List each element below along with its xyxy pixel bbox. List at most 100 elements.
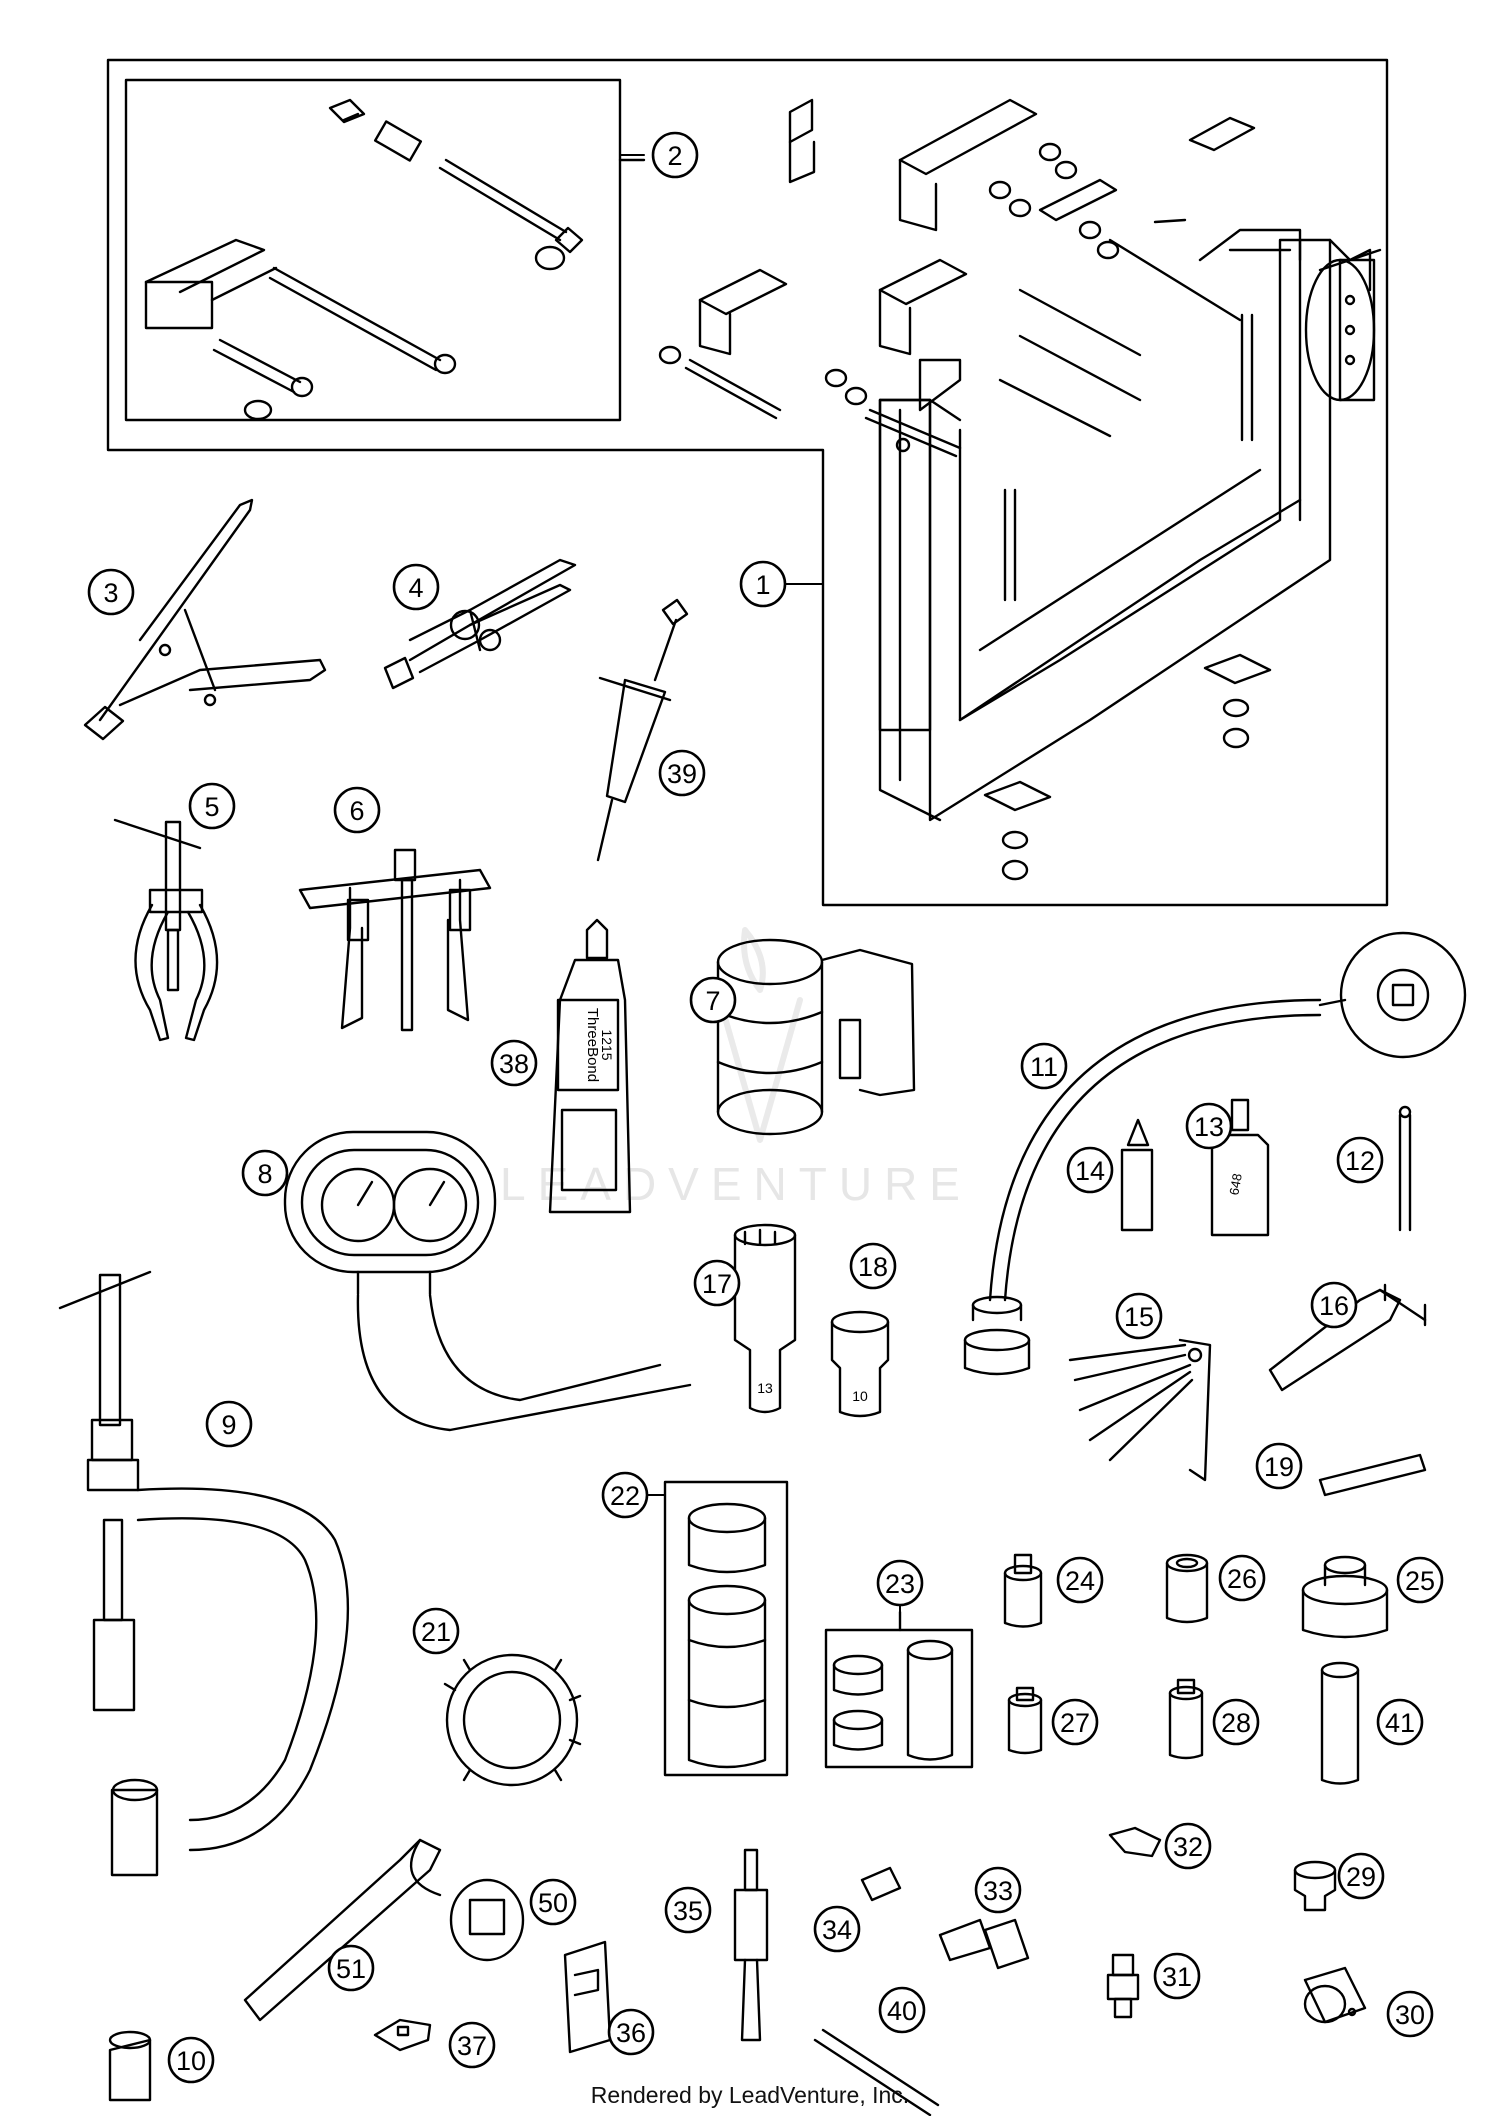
callout-10: 10 bbox=[167, 2036, 215, 2084]
tube-code-label: 1215 bbox=[599, 1029, 615, 1060]
callout-16: 16 bbox=[1310, 1281, 1358, 1329]
svg-text:24: 24 bbox=[1065, 1566, 1095, 1596]
svg-text:28: 28 bbox=[1221, 1708, 1251, 1738]
svg-text:10: 10 bbox=[176, 2046, 206, 2076]
svg-text:23: 23 bbox=[885, 1569, 915, 1599]
tube-brand-label: ThreeBond bbox=[584, 1008, 601, 1082]
svg-text:5: 5 bbox=[204, 792, 219, 822]
part-21-clutch-holder bbox=[443, 1653, 582, 1787]
svg-text:41: 41 bbox=[1385, 1708, 1415, 1738]
svg-text:22: 22 bbox=[610, 1481, 640, 1511]
svg-text:16: 16 bbox=[1319, 1291, 1349, 1321]
callout-3: 3 bbox=[87, 568, 135, 616]
svg-text:38: 38 bbox=[499, 1049, 529, 1079]
part-40-threaded-rod bbox=[813, 2028, 940, 2116]
part-8-carb-sync-gauges bbox=[283, 1130, 692, 1432]
part-38-sealant-tube bbox=[548, 918, 632, 1214]
callout-41: 41 bbox=[1376, 1698, 1424, 1746]
part-22-bearing-drift-set bbox=[663, 1480, 789, 1777]
part-15-feeler-gauge bbox=[1068, 1338, 1212, 1482]
fastener-kit-box bbox=[124, 78, 622, 422]
part-9-valve-spring-compressor bbox=[58, 1270, 350, 1877]
part-6-bearing-puller bbox=[298, 848, 492, 1032]
part-19-strip bbox=[1318, 1453, 1427, 1497]
part-11-dial-gauge bbox=[963, 931, 1467, 1376]
callout-17: 17 bbox=[693, 1259, 741, 1307]
svg-text:2: 2 bbox=[667, 141, 682, 171]
part-7-ring-compressor bbox=[716, 938, 916, 1136]
socket-13-label: 13 bbox=[757, 1380, 773, 1396]
engine-stand-kit-outline bbox=[106, 58, 1389, 907]
callout-29: 29 bbox=[1337, 1852, 1385, 1900]
callout-26: 26 bbox=[1218, 1554, 1266, 1602]
callout-38: 38 bbox=[490, 1039, 538, 1087]
part-37-clip bbox=[373, 2018, 432, 2052]
callout-9: 9 bbox=[205, 1400, 253, 1448]
svg-text:25: 25 bbox=[1405, 1566, 1435, 1596]
part-27-drift bbox=[1007, 1686, 1043, 1755]
svg-text:19: 19 bbox=[1264, 1452, 1294, 1482]
svg-text:33: 33 bbox=[983, 1876, 1013, 1906]
svg-text:50: 50 bbox=[538, 1888, 568, 1918]
svg-text:40: 40 bbox=[887, 1996, 917, 2026]
part-39-grease-syringe bbox=[596, 598, 689, 862]
svg-text:18: 18 bbox=[858, 1252, 888, 1282]
svg-text:31: 31 bbox=[1162, 1962, 1192, 1992]
svg-text:14: 14 bbox=[1075, 1156, 1105, 1186]
part-2-fastener-kit bbox=[144, 98, 646, 421]
part-30-adapter bbox=[1303, 1966, 1367, 2024]
svg-text:51: 51 bbox=[336, 1954, 366, 1984]
part-31-fitting bbox=[1106, 1953, 1140, 2019]
callout-37: 37 bbox=[448, 2021, 496, 2069]
svg-text:6: 6 bbox=[349, 796, 364, 826]
callout-32: 32 bbox=[1164, 1822, 1212, 1870]
callout-39: 39 bbox=[658, 749, 706, 797]
part-17-socket-13 bbox=[733, 1223, 797, 1414]
svg-text:26: 26 bbox=[1227, 1564, 1257, 1594]
callout-25: 25 bbox=[1396, 1556, 1444, 1604]
callout-33: 33 bbox=[974, 1866, 1022, 1914]
part-23-bearing-tool-set bbox=[824, 1610, 974, 1769]
bottle-code-label: 648 bbox=[1226, 1172, 1245, 1196]
callout-31: 31 bbox=[1153, 1952, 1201, 2000]
svg-text:32: 32 bbox=[1173, 1832, 1203, 1862]
callout-4: 4 bbox=[392, 563, 440, 611]
watermark-logo bbox=[717, 927, 803, 1143]
svg-text:37: 37 bbox=[457, 2031, 487, 2061]
callout-28: 28 bbox=[1212, 1698, 1260, 1746]
part-36-plate bbox=[563, 1940, 612, 2054]
callout-7: 7 bbox=[689, 976, 737, 1024]
part-28-drift bbox=[1168, 1678, 1204, 1760]
part-14-adhesive-bottle bbox=[1120, 1118, 1154, 1232]
callout-12: 12 bbox=[1336, 1136, 1384, 1184]
footer-credit: Rendered by LeadVenture, Inc. bbox=[590, 2082, 910, 2108]
svg-text:34: 34 bbox=[822, 1915, 852, 1945]
svg-text:12: 12 bbox=[1345, 1146, 1375, 1176]
part-29-adapter bbox=[1293, 1860, 1337, 1912]
svg-text:39: 39 bbox=[667, 759, 697, 789]
callout-36: 36 bbox=[607, 2008, 655, 2056]
callout-14: 14 bbox=[1066, 1146, 1114, 1194]
part-33-bolt bbox=[938, 1918, 1030, 1970]
svg-text:29: 29 bbox=[1346, 1862, 1376, 1892]
watermark-text: LEADVENTURE bbox=[500, 1158, 972, 1210]
part-34-bolt bbox=[860, 1866, 902, 1902]
svg-text:11: 11 bbox=[1030, 1052, 1058, 1082]
part-24-drift bbox=[1003, 1553, 1043, 1628]
callout-8: 8 bbox=[241, 1149, 289, 1197]
part-25-drift bbox=[1301, 1555, 1389, 1639]
part-50-tool bbox=[449, 1878, 525, 1962]
callout-11: 11 bbox=[1020, 1042, 1068, 1090]
svg-text:30: 30 bbox=[1395, 2000, 1425, 2030]
callout-2: 2 bbox=[651, 131, 699, 179]
callout-51: 51 bbox=[327, 1944, 375, 1992]
part-26-drift bbox=[1165, 1553, 1209, 1624]
part-4-clamp-pliers bbox=[383, 558, 577, 690]
callout-35: 35 bbox=[664, 1886, 712, 1934]
callout-5: 5 bbox=[188, 782, 236, 830]
part-10-small-tool bbox=[108, 2030, 152, 2102]
callout-40: 40 bbox=[878, 1986, 926, 2034]
part-35-slide-hammer bbox=[733, 1848, 769, 2042]
part-12-pin bbox=[1398, 1105, 1412, 1232]
